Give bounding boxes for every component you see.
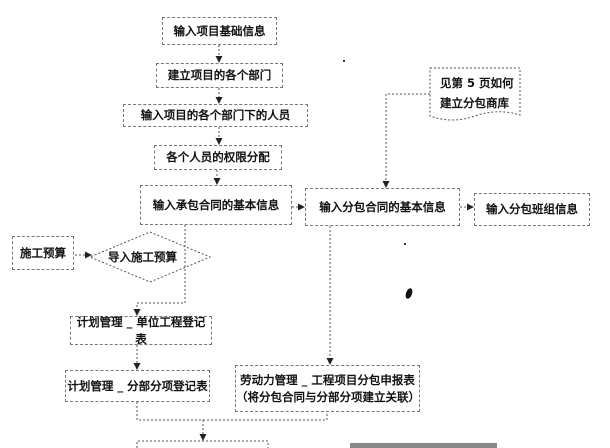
node-label: 输入承包合同的基本信息 — [152, 197, 280, 212]
node-label-line-2: （将分包合同与分部分项建立关联） — [236, 389, 420, 404]
node-permissions: 各个人员的权限分配 — [154, 145, 282, 170]
doc-line-2: 建立分包商库 — [440, 96, 509, 110]
ink-speck — [343, 60, 345, 62]
ink-speck — [404, 243, 406, 245]
arrow-doc-to-sub — [382, 93, 430, 188]
bottom-box-partial — [136, 440, 269, 448]
node-label: 输入分包班组信息 — [486, 202, 578, 217]
merge-line — [136, 402, 328, 421]
node-label: 计划管理 _ 单位工程登记表 — [76, 314, 206, 346]
node-label: 计划管理 _ 分部分项登记表 — [67, 378, 208, 393]
node-label: 输入分包合同的基本信息 — [319, 199, 446, 214]
node-departments: 建立项目的各个部门 — [156, 63, 283, 88]
node-label-line-1: 劳动力管理 _ 工程项目分包申报表 — [240, 372, 415, 387]
import-budget-diamond — [88, 231, 212, 283]
doc-shape — [429, 67, 521, 121]
node-label: 施工预算 — [20, 245, 66, 260]
scan-gray-bar — [350, 443, 497, 448]
node-budget: 施工预算 — [12, 236, 74, 270]
node-label: 各个人员的权限分配 — [166, 150, 270, 165]
node-labor-management: 劳动力管理 _ 工程项目分包申报表 （将分包合同与分部分项建立关联） — [235, 365, 420, 412]
node-label: 建立项目的各个部门 — [167, 68, 272, 83]
node-basic-info: 输入项目基础信息 — [162, 17, 277, 45]
node-dept-staff: 输入项目的各个部门下的人员 — [123, 104, 308, 127]
arrow-contract-to-unit — [133, 225, 186, 316]
node-sub-items: 计划管理 _ 分部分项登记表 — [65, 370, 210, 402]
node-label: 输入项目的各个部门下的人员 — [140, 108, 291, 123]
node-main-contract: 输入承包合同的基本信息 — [140, 185, 292, 225]
doc-line-1: 见第 5 页如何 — [440, 76, 514, 90]
decision-import-budget: 导入施工预算 — [108, 250, 177, 264]
node-sub-team: 输入分包班组信息 — [474, 193, 590, 226]
node-label: 输入项目基础信息 — [173, 23, 266, 38]
node-unit-project: 计划管理 _ 单位工程登记表 — [70, 314, 212, 346]
doc-subcontractor-library: 见第 5 页如何 建立分包商库 — [440, 73, 514, 113]
node-sub-contract: 输入分包合同的基本信息 — [305, 188, 460, 226]
